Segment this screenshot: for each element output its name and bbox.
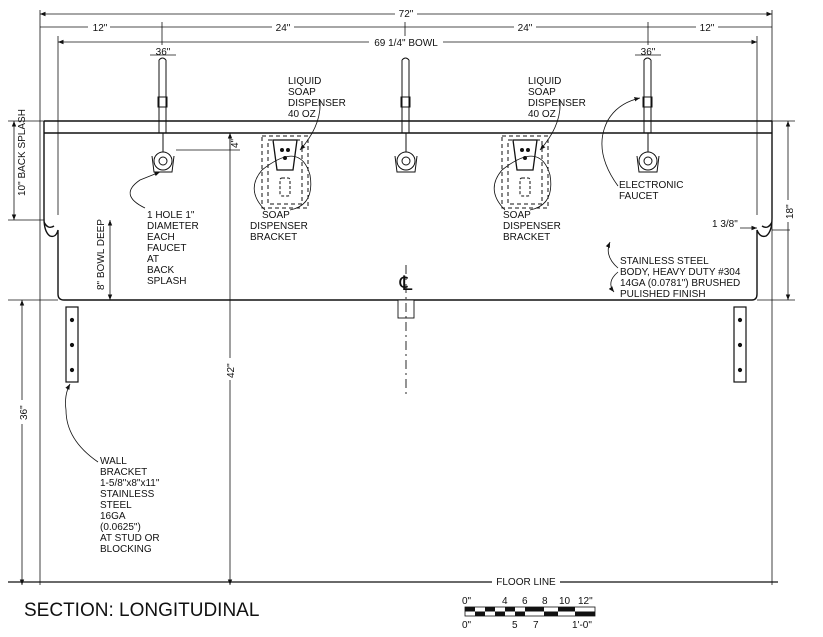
dim-seg-mid-left: 24" [276,23,291,34]
back-splash-label: 10" BACK SPLASH [17,109,28,196]
svg-text:10: 10 [559,596,571,607]
svg-text:6: 6 [522,596,528,607]
wall-bracket-left [65,306,79,383]
dim-seg-right: 12" [700,23,715,34]
dim-faucet-height-right: 36" [641,47,656,58]
dim-seg-mid-right: 24" [518,23,533,34]
svg-text:12": 12" [578,596,593,607]
dim-edge: 1 3/8" [712,219,738,230]
dim-right-height: 18" [785,204,796,219]
scale-bar-top-labels: 0" 4 6 8 10 12" [462,596,593,607]
svg-text:5: 5 [512,620,518,631]
wall-bracket-right [733,306,747,383]
dim-bracket-height: 36" [19,405,30,420]
svg-text:10" BACK SPLASH: 10" BACK SPLASH [17,109,28,196]
faucet-right [636,57,660,173]
svg-text:0": 0" [462,620,472,631]
svg-text:1'-0": 1'-0" [572,620,592,631]
svg-text:8" BOWL DEEP: 8" BOWL DEEP [96,219,107,290]
drawing-title: SECTION: LONGITUDINAL [24,600,259,621]
dim-rim-height: 42" [226,363,237,378]
dim-faucet-offset: 4" [230,138,241,148]
drain-centerline [397,265,415,395]
faucet-left [151,57,175,173]
leader-lines [65,97,641,463]
svg-text:4: 4 [502,596,508,607]
dim-seg-left: 12" [93,23,108,34]
faucet-center [394,57,418,173]
dim-faucet-height-left: 36" [156,47,171,58]
dim-bowl: 69 1/4" BOWL [374,38,438,49]
soap-dispenser-left [261,135,309,209]
soap-dispenser-right [501,135,549,209]
floor-line-label: FLOOR LINE [496,577,556,588]
bowl-deep-label: 8" BOWL DEEP [96,219,107,290]
dim-overall: 72" [399,9,414,20]
scale-bar [464,606,596,617]
svg-text:7: 7 [533,620,539,631]
svg-text:8: 8 [542,596,548,607]
svg-text:0": 0" [462,596,472,607]
scale-bar-bottom-labels: 0" 5 7 1'-0" [462,620,592,631]
centerline-symbol: ℄ [399,271,413,295]
